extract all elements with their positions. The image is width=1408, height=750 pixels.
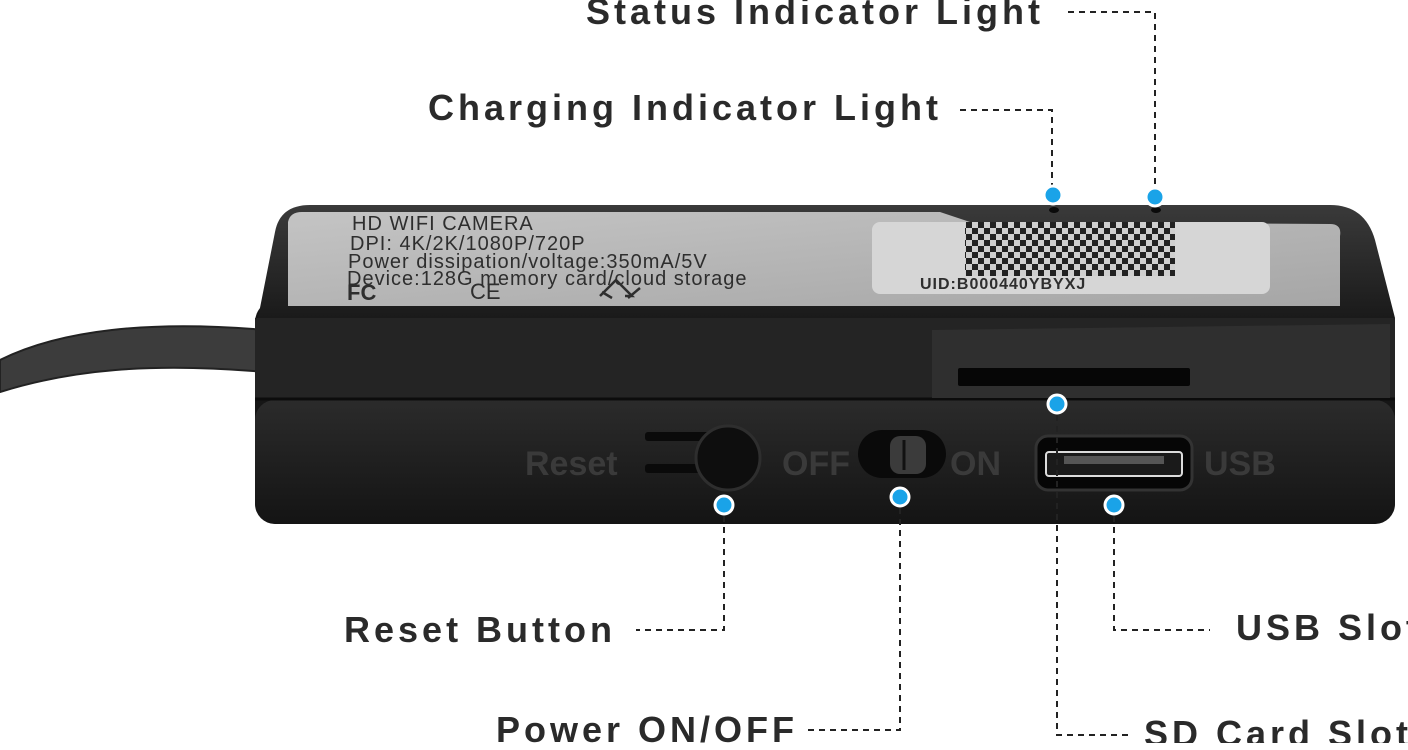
power-leader [808, 497, 901, 731]
power-marker [889, 486, 911, 508]
usb-text: USB [1204, 445, 1276, 483]
status-light-label: Status Indicator Light [585, 0, 1044, 32]
leader-lines [636, 11, 1210, 736]
sd-card-recess [932, 324, 1390, 398]
charging-light-label: Charging Indicator Light [428, 87, 942, 128]
reset-button-label: Reset Button [344, 609, 616, 650]
sd-card-marker [1046, 393, 1068, 415]
sd-card-slot[interactable] [958, 368, 1190, 386]
charging-light-marker [1042, 184, 1064, 206]
usb-leader [1113, 505, 1210, 631]
power-switch-knob[interactable] [890, 436, 926, 474]
qr-code [965, 222, 1175, 276]
reset-text: Reset [525, 445, 618, 483]
on-text: ON [950, 445, 1001, 483]
recycle-icon [599, 278, 641, 300]
status-light-marker [1144, 186, 1166, 208]
fc-mark: FC [347, 280, 376, 305]
usb-cable [0, 325, 266, 394]
device-front-lower [255, 400, 1395, 524]
usb-marker [1103, 494, 1125, 516]
status-led-hole [1151, 207, 1161, 213]
label-line-3: Power dissipation/voltage:350mA/5V [348, 251, 708, 273]
marker-dots [713, 184, 1166, 516]
status-leader [1068, 11, 1156, 196]
reset-button[interactable] [694, 424, 762, 492]
charging-leader [960, 109, 1053, 194]
usb-slot-label: USB Slot [1236, 610, 1408, 646]
label-line-1: HD WIFI CAMERA [352, 213, 534, 235]
charging-led-hole [1049, 207, 1059, 213]
power-switch-label: Power ON/OFF [495, 709, 798, 750]
reset-leader [636, 505, 725, 631]
reset-marker [713, 494, 735, 516]
uid-text: UID:B000440YBYXJ [920, 276, 1086, 293]
sd-leader [1056, 404, 1128, 736]
camera-device: HD WIFI CAMERA DPI: 4K/2K/1080P/720P Pow… [255, 205, 1395, 524]
off-text: OFF [782, 445, 850, 483]
ce-mark: CE [470, 279, 501, 304]
label-line-4: Device:128G memory card/cloud storage [347, 268, 748, 290]
label-line-2: DPI: 4K/2K/1080P/720P [350, 233, 586, 255]
sd-card-slot-label: SD Card Slot [1144, 716, 1408, 743]
